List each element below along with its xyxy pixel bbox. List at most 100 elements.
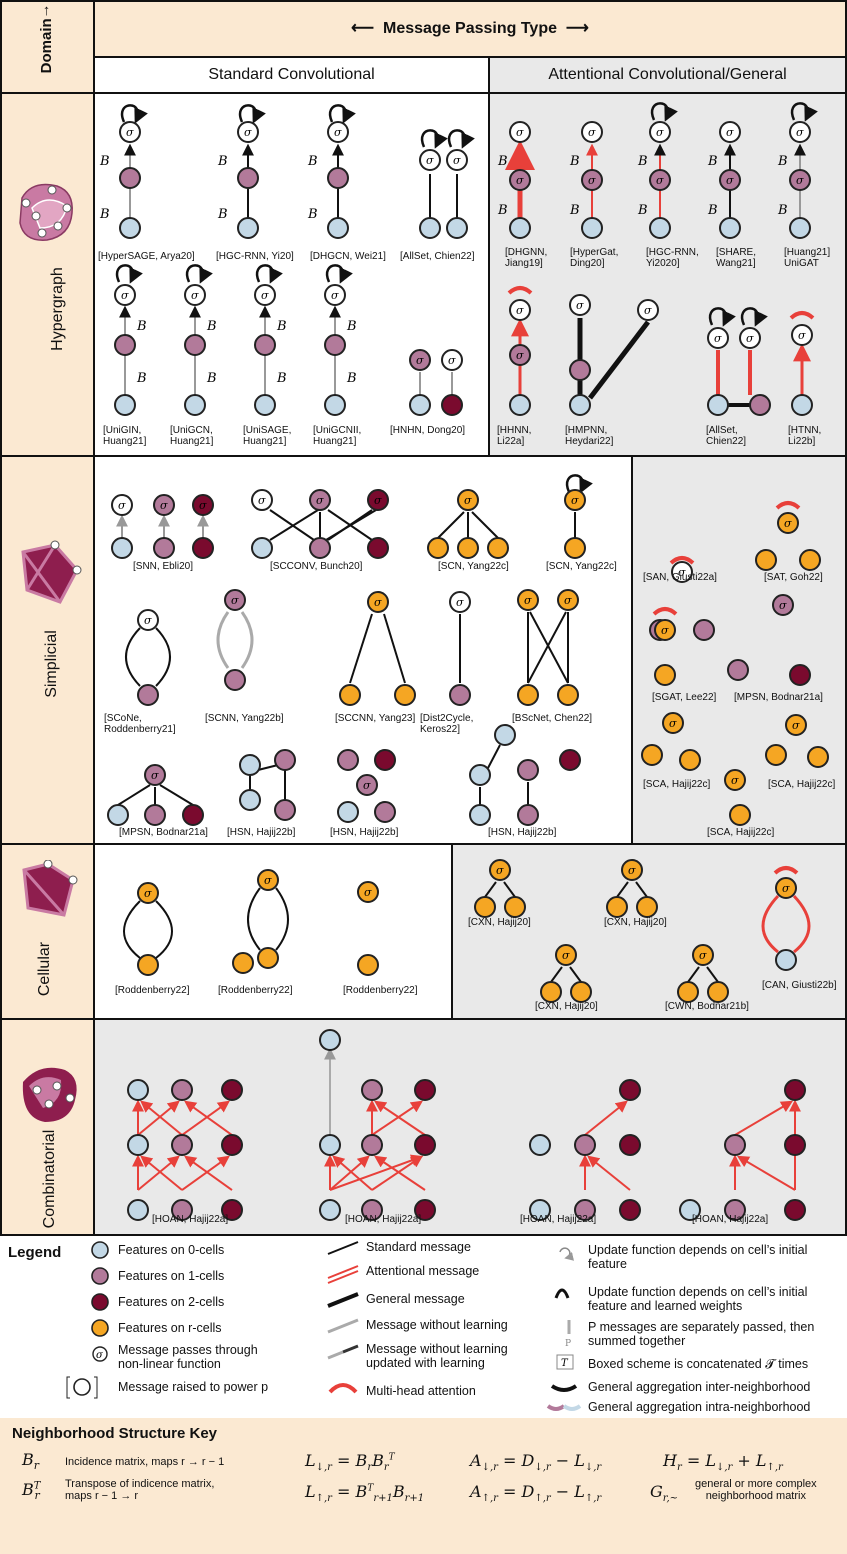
caption-sgat: [SGAT, Lee22] <box>652 692 716 703</box>
legend-standard: Standard message <box>366 1240 471 1254</box>
message-edge <box>186 1102 232 1135</box>
sigma-symbol: σ <box>628 864 636 877</box>
sigma-symbol: σ <box>191 289 199 302</box>
message-edge <box>376 1157 425 1190</box>
legend-update-initial-icon <box>560 1248 570 1258</box>
legend-attentional: Attentional message <box>366 1264 479 1278</box>
cell-node <box>708 982 728 1002</box>
sigma-symbol: σ <box>331 289 339 302</box>
legend-intra-agg: General aggregation intra-neighborhood <box>588 1400 810 1414</box>
caption-scconv: [SCCONV, Bunch20] <box>270 561 362 572</box>
caption-allset: [AllSet, Chien22] <box>400 251 475 262</box>
sigma-symbol: σ <box>231 594 239 607</box>
cell-node <box>310 538 330 558</box>
cell-node <box>637 897 657 917</box>
cell-node <box>328 218 348 238</box>
message-edge <box>376 1102 425 1135</box>
message-edge <box>504 882 515 897</box>
caption-rodd-1: [Roddenberry22] <box>115 985 190 996</box>
caption-hoan-3: [HOAN, Hajij22a] <box>520 1214 596 1225</box>
cell-node <box>725 1135 745 1155</box>
cell-node <box>115 335 135 355</box>
caption-rodd-2: [Roddenberry22] <box>218 985 293 996</box>
message-edge <box>739 1157 795 1190</box>
legend-p-messages: P messages are separately passed, then s… <box>588 1320 814 1348</box>
self-loop <box>187 265 203 282</box>
message-edge <box>472 512 498 538</box>
cell-node <box>620 1080 640 1100</box>
cell-node <box>560 750 580 770</box>
attention-arc <box>777 503 799 508</box>
message-edge <box>528 612 566 683</box>
edge-label: B <box>707 203 718 218</box>
message-edge <box>530 612 568 683</box>
sigma-symbol: σ <box>516 174 524 187</box>
cell-node <box>185 395 205 415</box>
caption-cxn-2: [CXN, Hajij20] <box>604 917 667 928</box>
cell-node <box>340 685 360 705</box>
edge-label: B <box>497 154 508 169</box>
legend-inter-agg: General aggregation inter-neighborhood <box>588 1380 810 1394</box>
edge-label: B <box>569 203 580 218</box>
caption-sca-2: [SCA, Hajij22c] <box>768 779 835 790</box>
cell-node <box>240 790 260 810</box>
sigma-symbol: σ <box>416 354 424 367</box>
sigma-symbol: σ <box>669 717 677 730</box>
cell-node <box>222 1080 242 1100</box>
self-loop <box>122 105 138 122</box>
cell-node <box>570 360 590 380</box>
legend-boxed: Boxed scheme is concatenated 𝓣 times <box>588 1357 808 1371</box>
attention-arc <box>775 868 797 873</box>
cell-node <box>450 685 470 705</box>
self-loop <box>117 265 133 282</box>
caption-hsn-1: [HSN, Hajij22b] <box>227 827 295 838</box>
caption-unigcnii: [UniGCNII, Huang21] <box>313 425 361 447</box>
legend-nolearn-update: Message without learning updated with le… <box>366 1342 508 1370</box>
cell-node <box>785 1200 805 1220</box>
cell-node <box>792 395 812 415</box>
sigma-symbol: σ <box>524 594 532 607</box>
sigma-symbol: σ <box>714 332 722 345</box>
edge-label: B <box>497 203 508 218</box>
message-edge <box>384 614 405 683</box>
caption-htnn: [HTNN, Li22b] <box>788 425 821 447</box>
cell-node <box>325 395 345 415</box>
cell-node <box>115 395 135 415</box>
legend-inter-agg-icon <box>552 1386 576 1390</box>
cell-node <box>620 1135 640 1155</box>
cell-node <box>785 1135 805 1155</box>
cell-node <box>756 550 776 570</box>
caption-hoan-2: [HOAN, Hajij22a] <box>345 1214 421 1225</box>
cell-node <box>575 1135 595 1155</box>
message-edge <box>186 1157 232 1190</box>
caption-scone: [SCoNe, Roddenberry21] <box>104 713 176 735</box>
edge-label: B <box>346 371 357 386</box>
cell-node <box>193 538 213 558</box>
cell-node <box>510 395 530 415</box>
cell-node <box>240 755 260 775</box>
sigma-symbol: σ <box>334 126 342 139</box>
cell-node <box>510 218 530 238</box>
edge-label: B <box>99 154 110 169</box>
cell-node <box>138 955 158 975</box>
cell-node <box>252 538 272 558</box>
cell-node <box>750 395 770 415</box>
legend-update-initial: Update function depends on cell’s initia… <box>588 1243 807 1271</box>
edge-label: B <box>346 319 357 334</box>
message-edge <box>570 967 581 982</box>
cell-node <box>258 948 278 968</box>
cell-node <box>338 802 358 822</box>
caption-hoan-4: [HOAN, Hajij22a] <box>692 1214 768 1225</box>
key-eq2: L↑,r = BTr+1Br+1 <box>305 1482 424 1504</box>
caption-hypersage: [HyperSAGE, Arya20] <box>98 251 195 262</box>
sigma-symbol: σ <box>656 126 664 139</box>
edge-label: B <box>217 154 228 169</box>
sigma-symbol: σ <box>258 494 266 507</box>
cell-node <box>570 395 590 415</box>
cell-node <box>541 982 561 1002</box>
cell-node <box>233 953 253 973</box>
cell-node <box>415 1135 435 1155</box>
sigma-symbol: σ <box>199 499 207 512</box>
cell-node <box>680 750 700 770</box>
sigma-symbol: σ <box>144 887 152 900</box>
